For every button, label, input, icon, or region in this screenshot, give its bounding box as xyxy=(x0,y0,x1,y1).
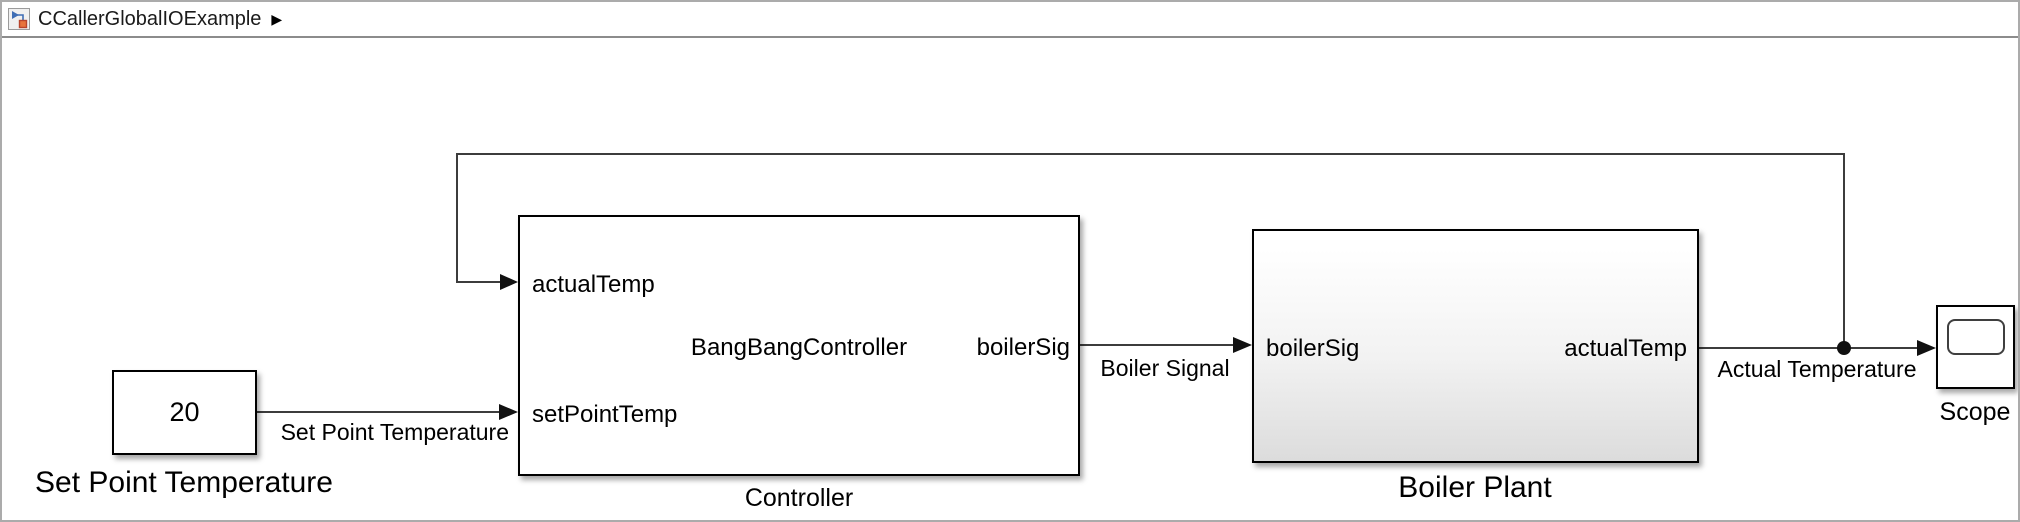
signal-label-boiler-signal[interactable]: Boiler Signal xyxy=(1100,355,1230,381)
scope-screen-icon xyxy=(1947,319,2005,355)
block-controller[interactable]: actualTemp setPointTemp BangBangControll… xyxy=(518,215,1080,476)
block-boiler-plant[interactable]: boilerSig actualTemp xyxy=(1252,229,1699,463)
port-label-actualtemp-in: actualTemp xyxy=(532,271,655,298)
block-label-boiler-plant[interactable]: Boiler Plant xyxy=(1398,471,1552,504)
port-label-setpointtemp-in: setPointTemp xyxy=(532,401,678,428)
block-scope[interactable] xyxy=(1936,305,2015,389)
arrowhead-boilersig-input xyxy=(1233,337,1252,353)
wire-feedback-actual-temperature[interactable] xyxy=(456,153,1845,348)
branch-point-dot xyxy=(1837,341,1851,355)
arrowhead-scope-input xyxy=(1917,340,1936,356)
port-label-boilersig-in: boilerSig xyxy=(1266,335,1360,362)
breadcrumb-model-name[interactable]: CCallerGlobalIOExample xyxy=(38,7,262,30)
controller-function-name: BangBangController xyxy=(690,334,908,361)
block-label-scope[interactable]: Scope xyxy=(1939,398,2011,426)
signal-label-set-point-temperature[interactable]: Set Point Temperature xyxy=(280,419,509,445)
arrowhead-setpointtemp-input xyxy=(499,404,518,420)
signal-label-actual-temperature[interactable]: Actual Temperature xyxy=(1717,356,1917,382)
port-label-boilersig-out: boilerSig xyxy=(976,334,1070,361)
port-label-actualtemp-out: actualTemp xyxy=(1564,335,1687,362)
arrowhead-actualtemp-input xyxy=(500,274,518,290)
simulink-model-icon xyxy=(8,8,30,30)
breadcrumb-model-item[interactable]: CCallerGlobalIOExample xyxy=(8,8,261,31)
block-label-controller[interactable]: Controller xyxy=(744,484,854,512)
block-label-set-point-temperature[interactable]: Set Point Temperature xyxy=(35,466,333,499)
breadcrumb-arrow-icon[interactable]: ▶ xyxy=(271,10,283,27)
constant-value: 20 xyxy=(169,397,200,427)
breadcrumb-bar: CCallerGlobalIOExample ▶ xyxy=(2,2,2018,38)
block-constant-set-point[interactable]: 20 xyxy=(112,370,257,455)
